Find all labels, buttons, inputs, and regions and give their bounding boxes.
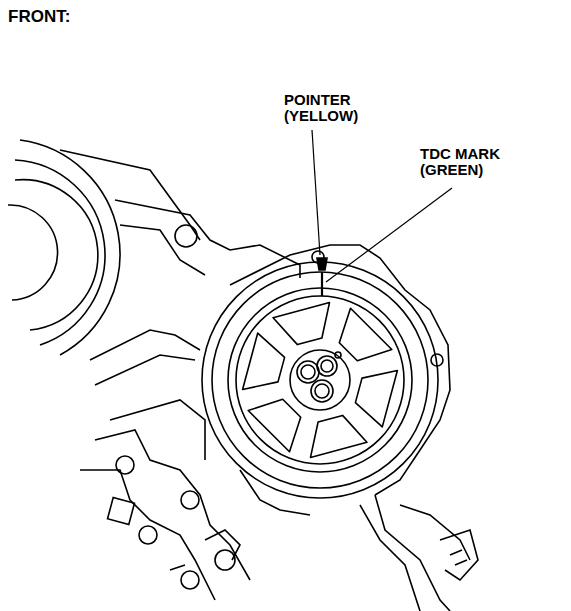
engine-housing [80,200,478,611]
pulley-window [339,308,392,361]
leader-line [326,188,452,282]
view-heading: FRONT: [8,8,70,26]
pointer [317,258,327,270]
pulley-window [248,399,301,452]
pulley-window [273,303,329,345]
part-label: TDC MARK (GREEN) [420,146,520,178]
tdc-mark [321,272,323,296]
pulley-window [311,415,367,457]
part-label: POINTER (YELLOW) [284,92,374,124]
pulley-window [355,371,397,427]
leader-line [312,130,320,255]
pulley-window [243,333,285,389]
crankshaft-pulley [202,262,438,498]
